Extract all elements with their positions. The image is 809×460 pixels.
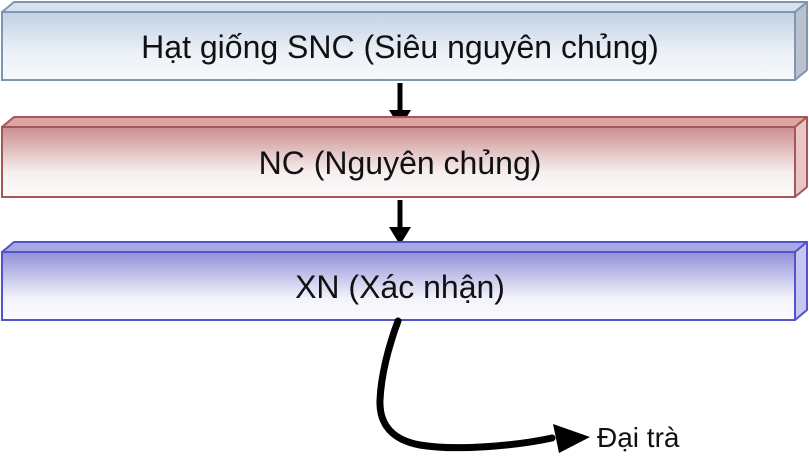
arrow-down-icon [389,227,411,245]
nc-label: NC (Nguyên chủng) [259,145,542,181]
xn-front-face [1,251,796,321]
arrow-xn-to-dai-tra [376,317,590,453]
snc-label: Hạt giống SNC (Siêu nguyên chủng) [141,29,659,65]
arrow-right-icon [553,424,590,453]
dai-tra-label: Đại trà [597,422,680,453]
nc-side-face [794,116,808,198]
nc-top-face [1,116,808,128]
xn-label: XN (Xác nhận) [295,269,505,305]
snc-front-face [1,11,796,81]
node-bar-snc: Hạt giống SNC (Siêu nguyên chủng) [1,1,808,81]
snc-side-face [794,1,808,81]
xn-top-face [1,241,808,253]
node-bar-nc: NC (Nguyên chủng) [1,116,808,198]
xn-side-face [794,241,808,321]
snc-top-face [1,1,808,13]
arrow-nc-to-xn [389,200,411,245]
curved-arrow-shaft [376,317,556,452]
nc-front-face [1,126,796,198]
node-bar-xn: XN (Xác nhận) [1,241,808,321]
